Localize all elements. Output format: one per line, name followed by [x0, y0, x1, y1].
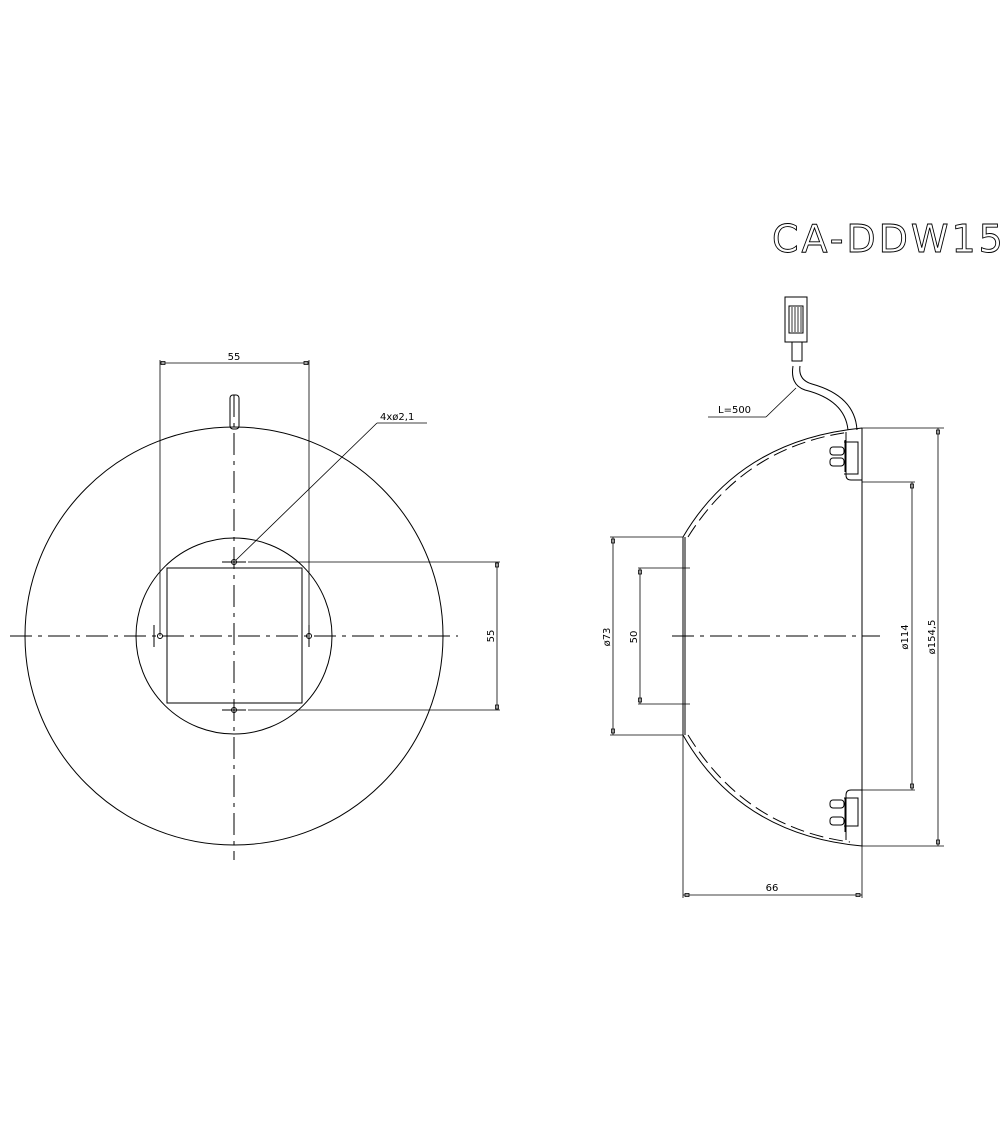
hole-leader [235, 422, 378, 561]
dim-depth: 66 [766, 883, 779, 894]
dim-front-diameter: ø73 [602, 628, 613, 647]
cable-stub [229, 394, 240, 430]
dim-front-inner: 50 [629, 631, 640, 644]
bracket-upper [829, 432, 862, 481]
dim-outer-diameter: ø154,5 [927, 620, 938, 655]
hole-callout: 4xø2,1 [380, 412, 414, 423]
front-view: 55 55 4xø2,1 [10, 352, 500, 860]
dome-lower [682, 734, 863, 847]
bracket-lower [829, 789, 862, 840]
dim-top-width: 55 [228, 352, 241, 363]
connector [784, 296, 808, 343]
dim-right-height: 55 [486, 630, 497, 643]
side-view: L=500 ø154,5 ø114 ø73 50 [602, 296, 944, 898]
drawing-title: CA-DDW15 [772, 217, 1000, 261]
cable-boot [791, 341, 803, 362]
cable-length: L=500 [718, 405, 751, 416]
cable [784, 296, 858, 431]
cable-leader [765, 387, 797, 418]
dim-inner-diameter: ø114 [900, 624, 911, 649]
dome-upper [682, 427, 863, 538]
